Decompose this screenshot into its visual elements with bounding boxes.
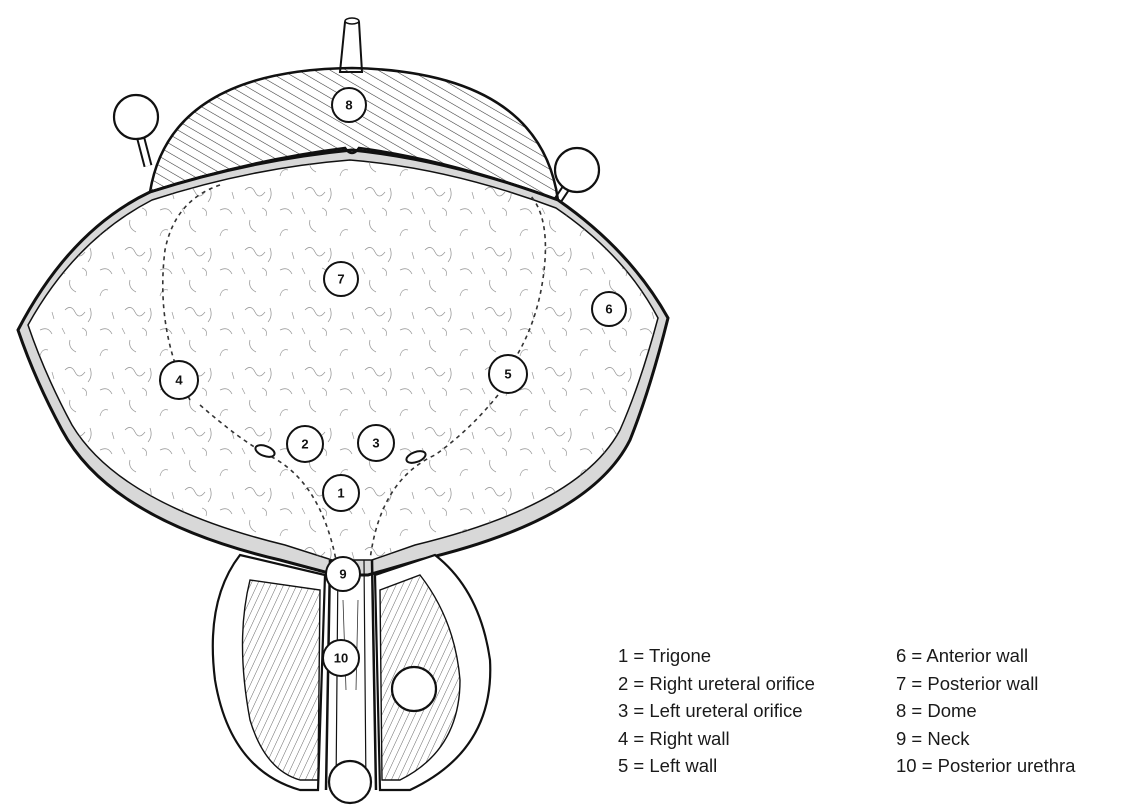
prostate-port-circle bbox=[392, 667, 436, 711]
marker-8-label: 8 bbox=[345, 98, 352, 113]
legend-item: 5 = Left wall bbox=[618, 753, 896, 780]
marker-5: 5 bbox=[489, 355, 527, 393]
legend-item: 2 = Right ureteral orifice bbox=[618, 671, 896, 698]
marker-3-label: 3 bbox=[372, 436, 379, 451]
marker-2-label: 2 bbox=[301, 437, 308, 452]
marker-10: 10 bbox=[323, 640, 359, 676]
marker-6: 6 bbox=[592, 292, 626, 326]
marker-2: 2 bbox=[287, 426, 323, 462]
left-ureter-port bbox=[555, 148, 599, 200]
marker-3: 3 bbox=[358, 425, 394, 461]
marker-1-label: 1 bbox=[337, 486, 344, 501]
legend-item: 9 = Neck bbox=[896, 726, 1118, 753]
marker-9: 9 bbox=[326, 557, 360, 591]
marker-7: 7 bbox=[324, 262, 358, 296]
marker-5-label: 5 bbox=[504, 367, 511, 382]
legend-item: 1 = Trigone bbox=[618, 643, 896, 670]
marker-4: 4 bbox=[160, 361, 198, 399]
marker-6-label: 6 bbox=[605, 302, 612, 317]
legend-item: 7 = Posterior wall bbox=[896, 671, 1118, 698]
marker-4-label: 4 bbox=[175, 373, 183, 388]
marker-1: 1 bbox=[323, 475, 359, 511]
marker-9-label: 9 bbox=[339, 567, 346, 582]
legend-item: 4 = Right wall bbox=[618, 726, 896, 753]
urethral-port-circle bbox=[329, 761, 371, 803]
legend-item: 8 = Dome bbox=[896, 698, 1118, 725]
legend-item: 10 = Posterior urethra bbox=[896, 753, 1118, 780]
legend: 1 = Trigone 6 = Anterior wall 2 = Right … bbox=[618, 643, 1118, 780]
right-ureter-port bbox=[114, 95, 158, 166]
marker-8: 8 bbox=[332, 88, 366, 122]
legend-item: 3 = Left ureteral orifice bbox=[618, 698, 896, 725]
urachus-tube bbox=[340, 18, 362, 72]
marker-7-label: 7 bbox=[337, 272, 344, 287]
marker-10-label: 10 bbox=[334, 651, 348, 666]
legend-item: 6 = Anterior wall bbox=[896, 643, 1118, 670]
